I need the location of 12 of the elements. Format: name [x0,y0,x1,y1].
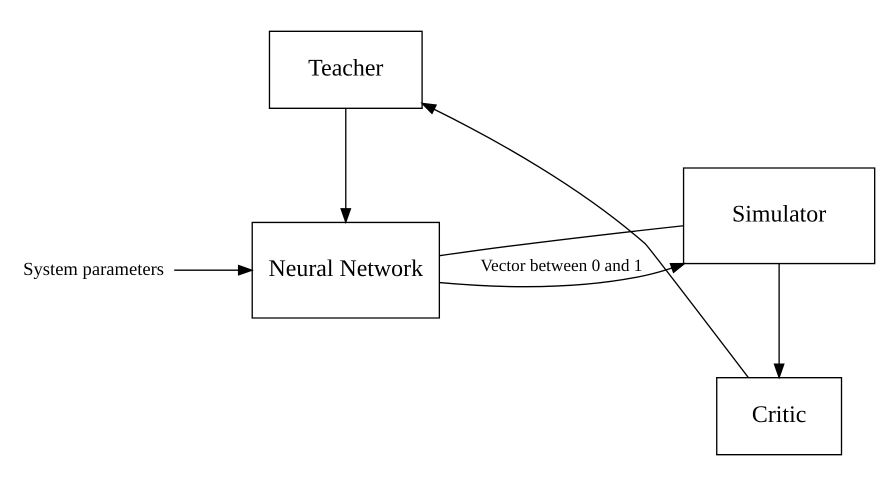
connector [439,225,684,256]
node-box: Simulator [682,167,876,264]
arrow [340,108,352,224]
node-box: Critic [716,377,842,456]
arrow [174,264,254,276]
arrow [774,264,785,380]
arrow [420,102,749,378]
node-box: Teacher [268,30,423,109]
edge-label: Vector between 0 and 1 [480,256,642,275]
node-box: Neural Network [252,222,440,319]
arrow [439,262,686,288]
node-text: System parameters [23,259,164,280]
